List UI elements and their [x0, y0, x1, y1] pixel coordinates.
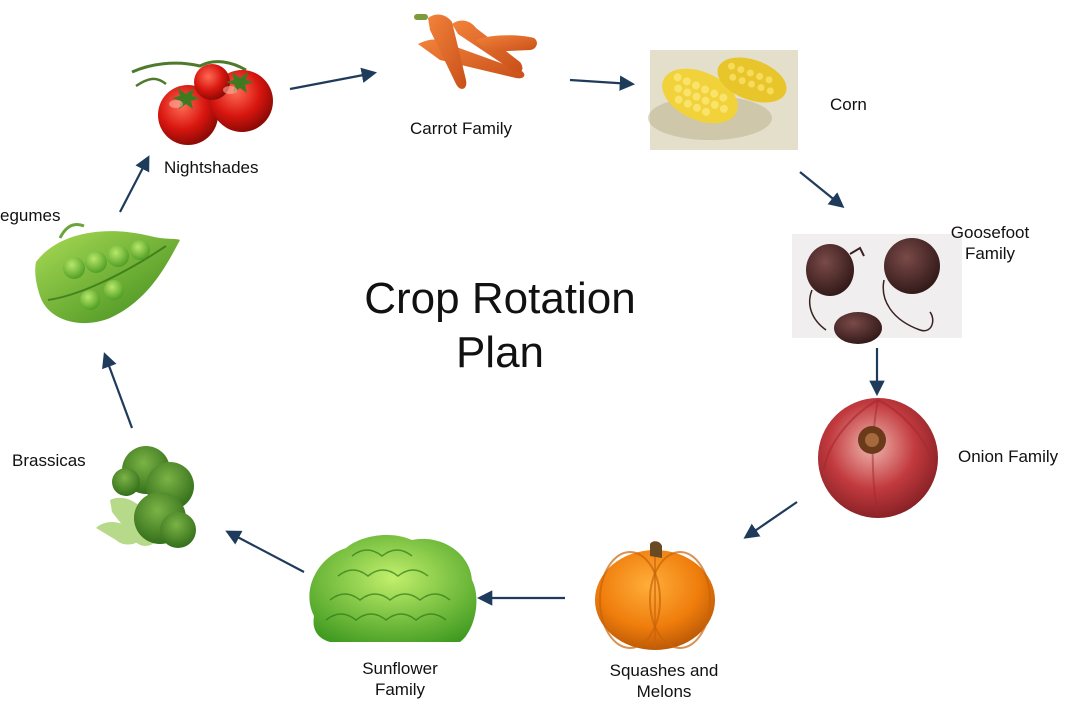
arrow-sunflower-to-brassicas [225, 530, 305, 573]
label-corn: Corn [830, 95, 867, 114]
arrow-legumes-to-nightshades [119, 155, 150, 213]
pumpkin-icon [595, 541, 715, 650]
label-brassicas: Brassicas [12, 451, 86, 470]
carrot-icon [414, 14, 537, 89]
label-nightshades: Nightshades [164, 158, 259, 177]
lettuce-icon [309, 534, 477, 642]
tomato-icon [131, 60, 273, 145]
title-line-2: Plan [455, 328, 545, 377]
arrow-corn-to-goosefoot [799, 171, 845, 208]
diagram-title: Crop Rotation Plan [320, 272, 680, 380]
label-sunflower-family: Sunflower Family [362, 659, 438, 699]
label-squashes-and-melons: Squashes and Melons [609, 661, 719, 701]
beet-icon [792, 234, 962, 344]
onion-icon [818, 398, 938, 518]
label-onion-family: Onion Family [958, 447, 1059, 466]
arrow-onion-to-squash [743, 501, 798, 539]
arrow-brassicas-to-legumes [102, 352, 134, 429]
broccoli-icon [96, 446, 196, 548]
rotation-arrows [102, 67, 885, 606]
label-legumes: egumes [0, 206, 61, 225]
arrow-nightshades-to-carrot [289, 67, 378, 91]
pea-pod-icon [35, 223, 180, 324]
label-carrot-family: Carrot Family [410, 119, 513, 138]
label-goosefoot-family: Goosefoot Family [950, 223, 1030, 263]
title-line-1: Crop Rotation [364, 274, 636, 323]
corn-icon [648, 50, 798, 150]
arrow-carrot-to-corn [569, 75, 636, 91]
